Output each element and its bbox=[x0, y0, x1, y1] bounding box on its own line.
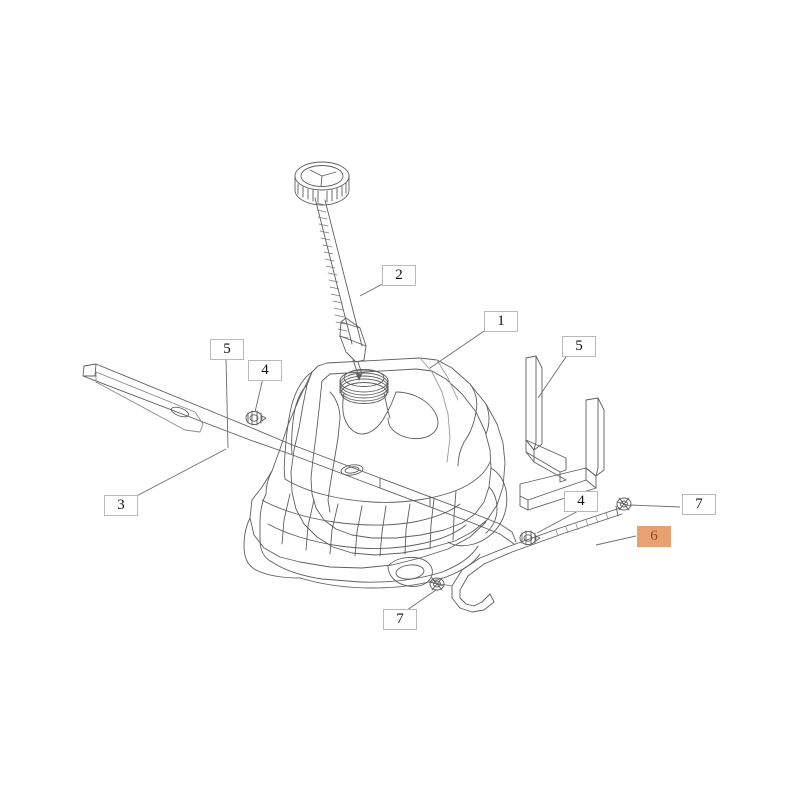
callout-4-right[interactable]: 4 bbox=[564, 491, 598, 512]
callout-1-label: 1 bbox=[497, 313, 505, 329]
fuel-cap-and-gauge bbox=[294, 161, 367, 381]
callout-7-left[interactable]: 7 bbox=[383, 609, 417, 630]
callout-3[interactable]: 3 bbox=[104, 495, 138, 516]
callout-5-right[interactable]: 5 bbox=[562, 336, 596, 357]
leader-7-right bbox=[629, 504, 681, 508]
callout-2-label: 2 bbox=[395, 267, 403, 283]
callout-4-left[interactable]: 4 bbox=[248, 360, 282, 381]
callout-3-label: 3 bbox=[117, 497, 125, 513]
callout-4-left-label: 4 bbox=[261, 362, 269, 378]
callout-6-highlighted[interactable]: 6 bbox=[637, 526, 671, 547]
l-bracket-left bbox=[525, 355, 567, 483]
long-mounting-strap bbox=[82, 363, 517, 545]
leader-3 bbox=[126, 448, 227, 502]
callout-2[interactable]: 2 bbox=[382, 265, 416, 286]
grommet-left bbox=[245, 410, 267, 426]
callout-5-right-label: 5 bbox=[575, 338, 583, 354]
leader-1 bbox=[429, 326, 491, 369]
leader-lines bbox=[126, 280, 681, 616]
leader-5-left bbox=[225, 357, 229, 449]
callout-7-left-label: 7 bbox=[396, 611, 404, 627]
leader-6 bbox=[595, 535, 637, 546]
hose-clamp-upper-right bbox=[616, 497, 632, 511]
callout-1[interactable]: 1 bbox=[484, 311, 518, 332]
callout-7-right[interactable]: 7 bbox=[682, 494, 716, 515]
l-bracket-right bbox=[519, 397, 605, 511]
fuel-tank-body bbox=[243, 357, 508, 589]
leader-4-right bbox=[536, 509, 581, 534]
callout-5-left-label: 5 bbox=[223, 341, 231, 357]
grommet-right bbox=[519, 530, 541, 546]
callout-4-right-label: 4 bbox=[577, 493, 585, 509]
hose-clamp-lower-left bbox=[429, 577, 445, 591]
callout-6-label: 6 bbox=[650, 528, 658, 544]
leader-5-right bbox=[537, 350, 571, 399]
leader-4-left bbox=[254, 377, 264, 413]
fuel-hose bbox=[427, 505, 623, 613]
callout-5-left[interactable]: 5 bbox=[210, 339, 244, 360]
callout-7-right-label: 7 bbox=[695, 496, 703, 512]
